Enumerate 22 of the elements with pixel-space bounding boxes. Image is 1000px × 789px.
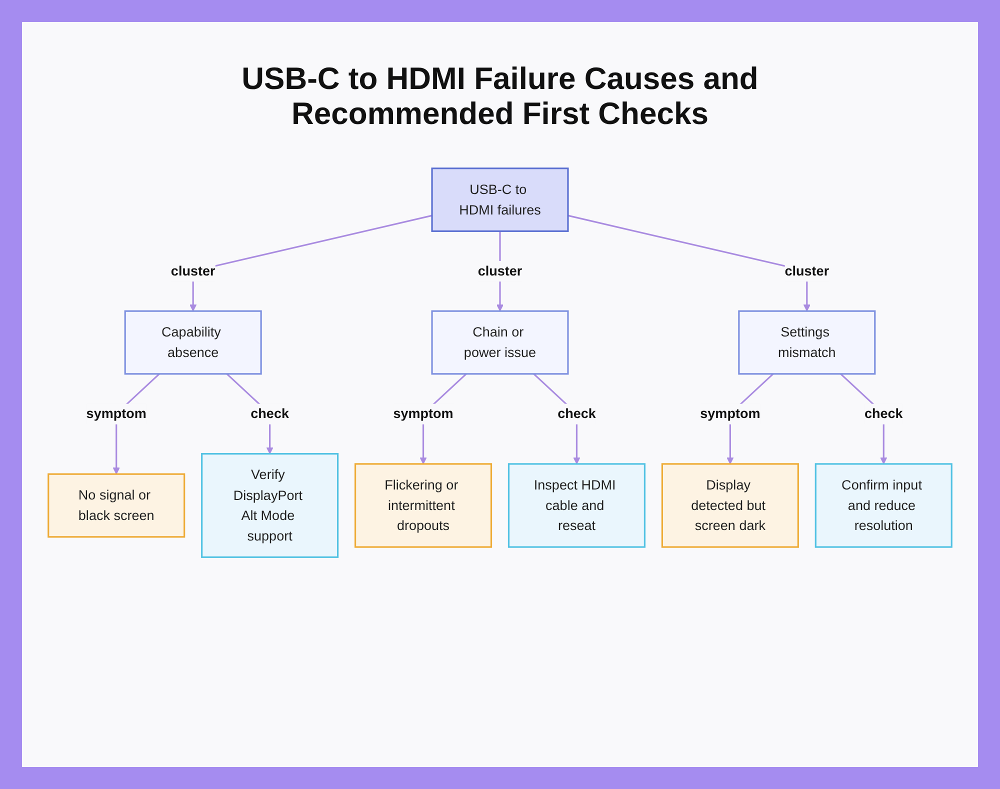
node-box: Capability absence [124,310,262,375]
node-box: Settings mismatch [738,310,876,375]
node-box: Chain or power issue [431,310,569,375]
edge-label: symptom [700,406,760,422]
diagram-title: USB-C to HDMI Failure Causes and Recommended First Checks [240,62,760,132]
node-box: Inspect HDMI cable and reseat [508,463,646,548]
edge-label: check [864,406,903,422]
node-box: Flickering or intermittent dropouts [354,463,492,548]
edge-label: check [250,406,289,422]
node-box: Display detected but screen dark [661,463,799,548]
node-box: Confirm input and reduce resolution [814,463,952,548]
edge-label: symptom [393,406,454,422]
arrow [568,214,810,312]
edge-label: cluster [784,263,830,278]
edge-label: check [558,406,596,422]
edge-label: symptom [86,406,146,422]
node-box: USB-C to HDMI failures [431,168,569,232]
node-box: Verify DisplayPort Alt Mode support [201,453,339,558]
edge-label: cluster [478,263,522,278]
arrow [190,214,432,312]
node-box: No signal or black screen [48,473,186,538]
edge-label: cluster [170,263,216,278]
